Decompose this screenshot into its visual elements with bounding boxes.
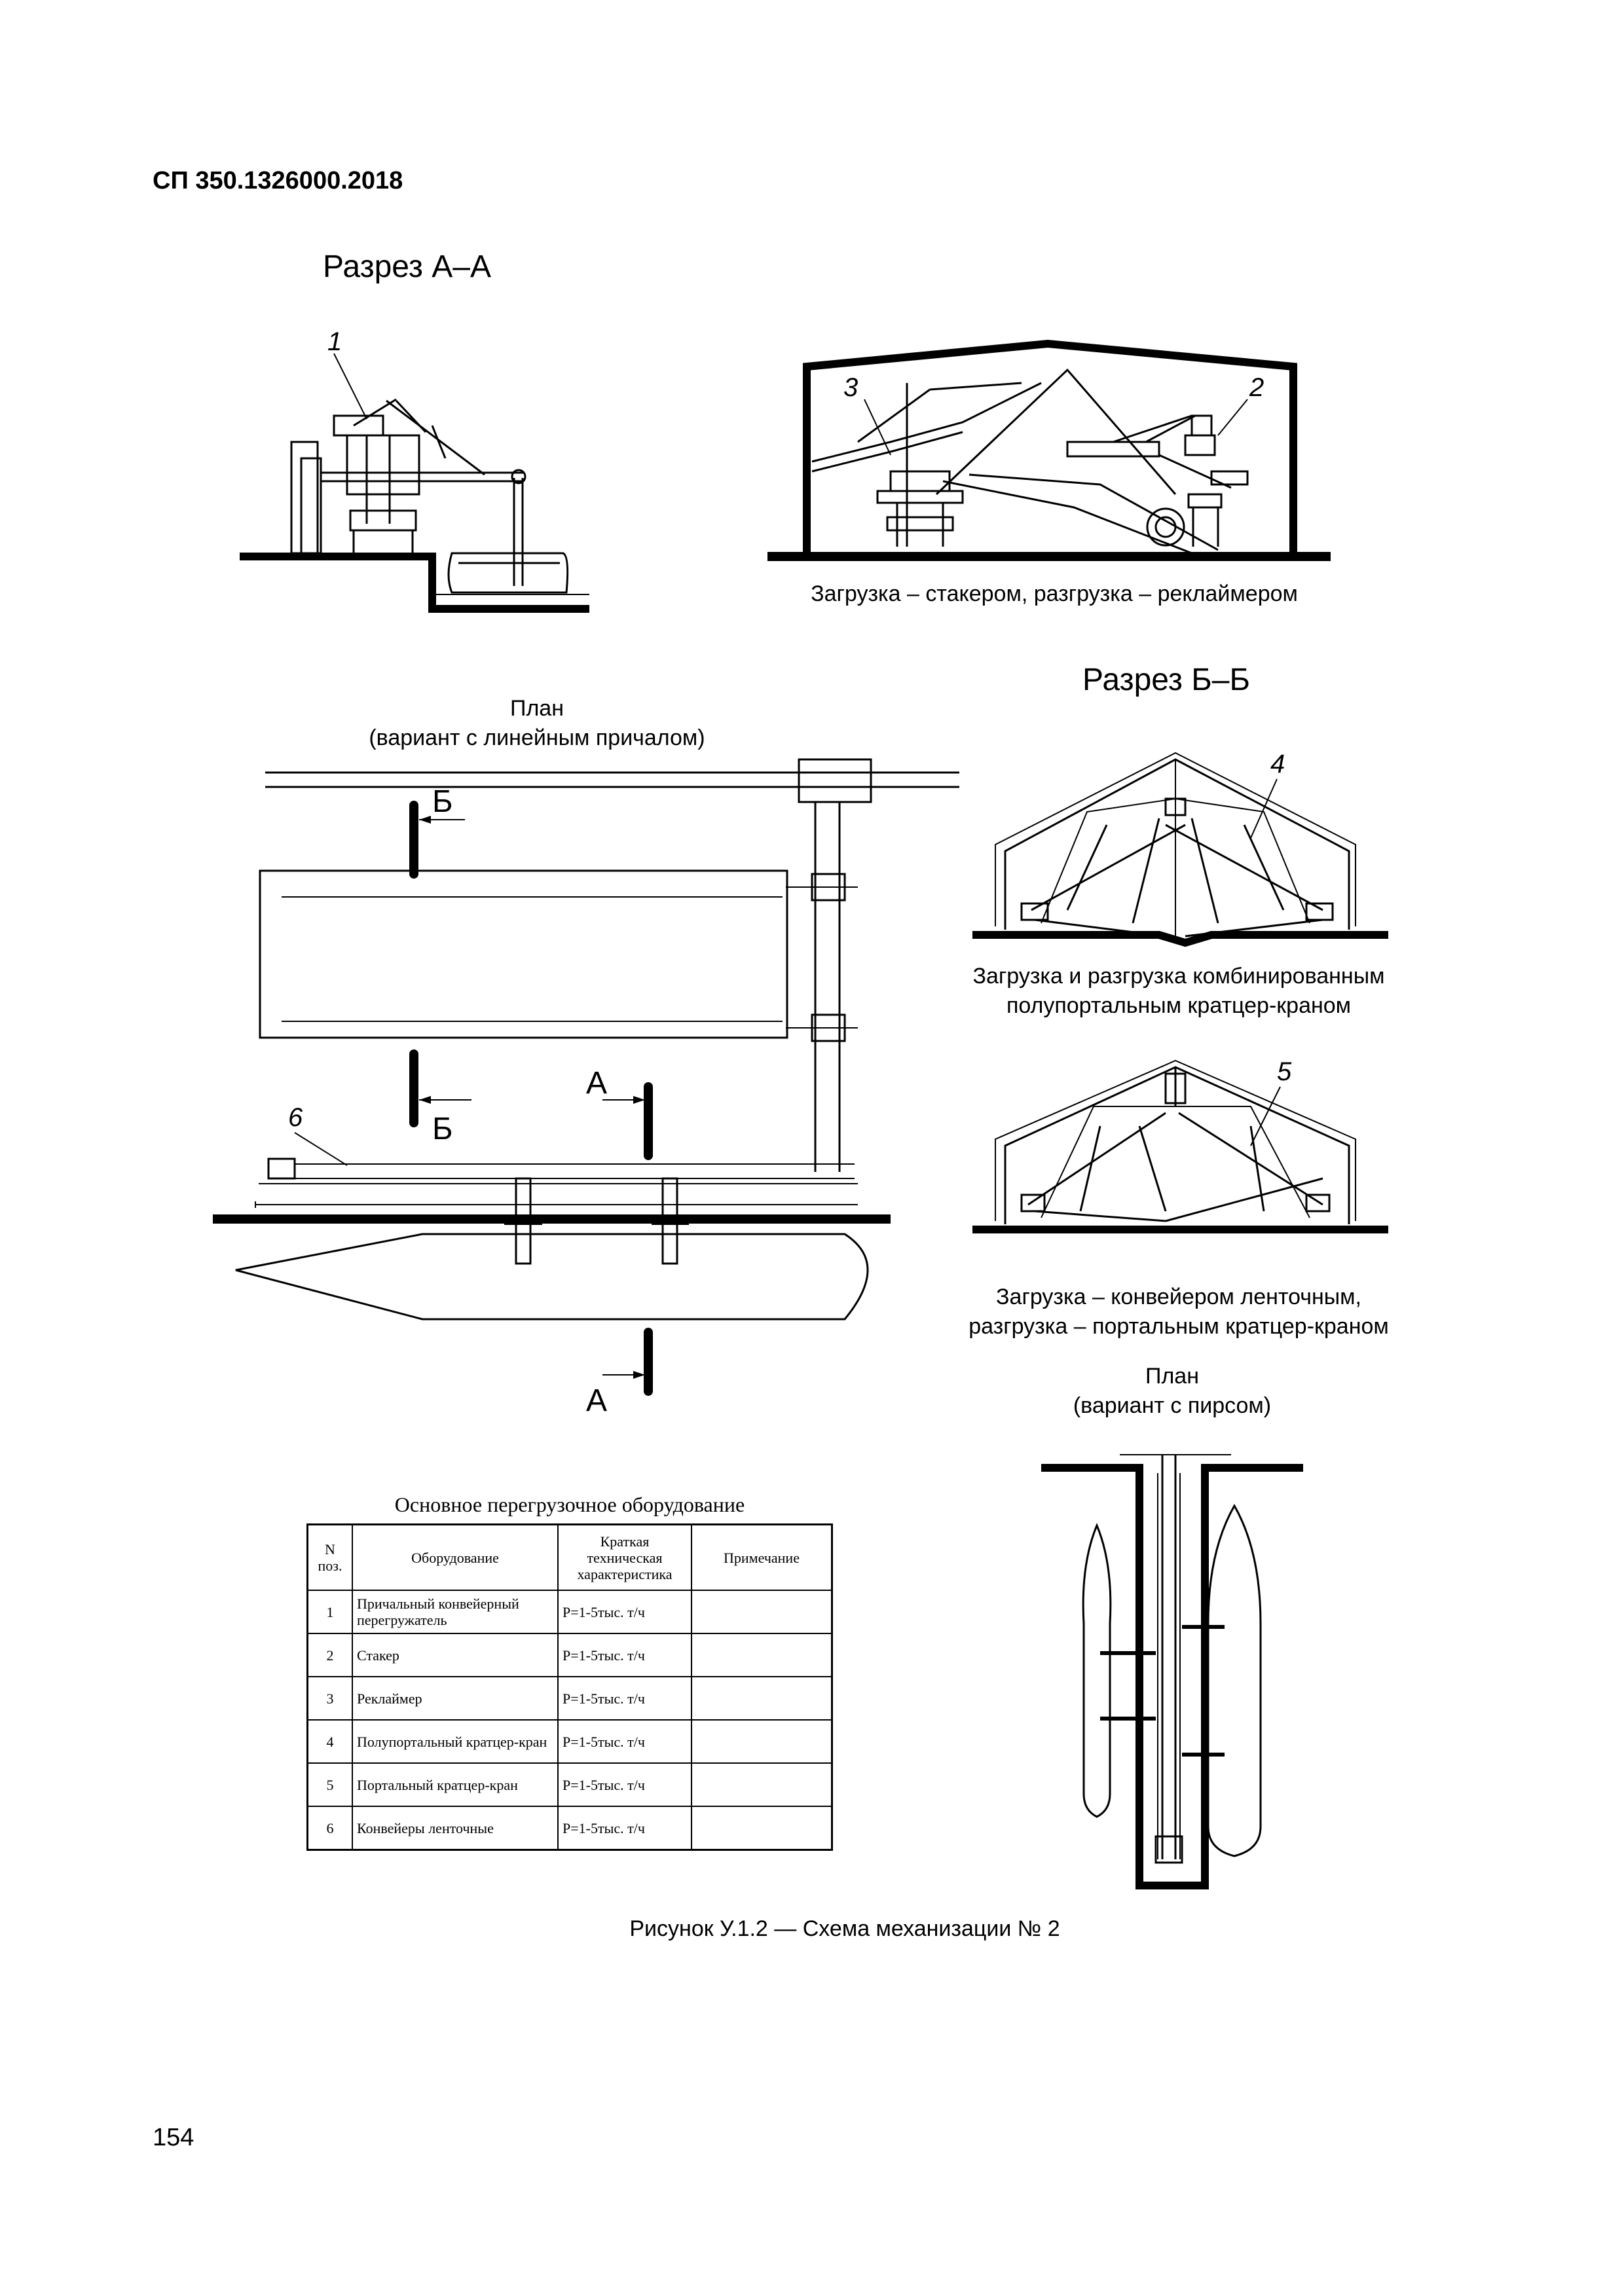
header-note: Примечание <box>691 1523 833 1591</box>
table-header-row: N поз. Оборудование Краткая техническая … <box>306 1523 833 1591</box>
row-note <box>691 1806 833 1851</box>
page-number: 154 <box>153 2124 194 2151</box>
semi-portal-crane-section-drawing: 4 <box>972 750 1388 947</box>
plan-linear-berth-drawing: Б Б А А 6 <box>213 758 959 1418</box>
portal-crane-section-drawing: 5 <box>972 1057 1388 1233</box>
table-row: 4 Полупортальный кратцер-кран P=1-5тыс. … <box>306 1719 833 1764</box>
label-3: 3 <box>843 373 858 402</box>
row-spec: P=1-5тыс. т/ч <box>557 1633 692 1677</box>
row-num: 2 <box>306 1633 353 1677</box>
figure-caption: Рисунок У.1.2 — Схема механизации № 2 <box>629 1916 1060 1941</box>
plan-pier-title: План <box>1145 1364 1199 1389</box>
row-num: 1 <box>306 1590 353 1634</box>
row-spec: P=1-5тыс. т/ч <box>557 1719 692 1764</box>
label-4: 4 <box>1270 750 1285 778</box>
label-1: 1 <box>327 327 342 356</box>
table-row: 6 Конвейеры ленточные P=1-5тыс. т/ч <box>306 1806 833 1851</box>
table-row: 1 Причальный конвейерный перегружатель P… <box>306 1590 833 1634</box>
caption-combined-line2: полупортальным кратцер-краном <box>1006 993 1352 1018</box>
plan-linear-title: План <box>510 696 564 721</box>
plan-linear-subtitle: (вариант с линейным причалом) <box>369 725 705 750</box>
section-a-a-title: Разрез А–А <box>323 249 491 284</box>
mark-a-top: А <box>586 1066 607 1101</box>
label-2: 2 <box>1249 373 1264 402</box>
header-num: N поз. <box>306 1523 353 1591</box>
berth-conveyor-section-drawing: 1 <box>240 327 589 613</box>
equipment-table-title: Основное перегрузочное оборудование <box>394 1493 745 1516</box>
caption-stacker-reclaimer: Загрузка – стакером, разгрузка – реклайм… <box>811 581 1298 606</box>
row-note <box>691 1676 833 1721</box>
row-equipment: Стакер <box>352 1633 559 1677</box>
mark-b-top: Б <box>432 784 453 819</box>
row-equipment: Портальный кратцер-кран <box>352 1762 559 1807</box>
row-equipment: Конвейеры ленточные <box>352 1806 559 1851</box>
row-note <box>691 1590 833 1634</box>
equipment-table: N поз. Оборудование Краткая техническая … <box>306 1523 833 1851</box>
row-num: 3 <box>306 1676 353 1721</box>
row-spec: P=1-5тыс. т/ч <box>557 1806 692 1851</box>
caption-conveyor-line2: разгрузка – портальным кратцер-краном <box>969 1314 1389 1339</box>
row-equipment: Полупортальный кратцер-кран <box>352 1719 559 1764</box>
mark-a-bottom: А <box>586 1383 607 1418</box>
plan-pier-drawing <box>1041 1454 1303 1889</box>
row-equipment: Реклаймер <box>352 1676 559 1721</box>
row-equipment: Причальный конвейерный перегружатель <box>352 1590 559 1634</box>
table-row: 5 Портальный кратцер-кран P=1-5тыс. т/ч <box>306 1762 833 1807</box>
row-spec: P=1-5тыс. т/ч <box>557 1676 692 1721</box>
row-note <box>691 1719 833 1764</box>
table-row: 2 Стакер P=1-5тыс. т/ч <box>306 1633 833 1677</box>
document-code: СП 350.1326000.2018 <box>153 167 403 194</box>
plan-pier-subtitle: (вариант с пирсом) <box>1073 1393 1272 1418</box>
table-row: 3 Реклаймер P=1-5тыс. т/ч <box>306 1676 833 1721</box>
row-note <box>691 1762 833 1807</box>
stacker-reclaimer-shed-drawing: 3 2 <box>767 339 1331 561</box>
header-equipment: Оборудование <box>352 1523 559 1591</box>
label-5: 5 <box>1277 1057 1292 1086</box>
caption-combined-line1: Загрузка и разгрузка комбинированным <box>972 964 1385 989</box>
row-spec: P=1-5тыс. т/ч <box>557 1762 692 1807</box>
row-note <box>691 1633 833 1677</box>
caption-conveyor-line1: Загрузка – конвейером ленточным, <box>996 1285 1361 1309</box>
label-6: 6 <box>288 1103 303 1132</box>
mark-b-bottom: Б <box>432 1112 453 1146</box>
row-num: 6 <box>306 1806 353 1851</box>
header-spec: Краткая техническая характеристика <box>557 1523 692 1591</box>
row-spec: P=1-5тыс. т/ч <box>557 1590 692 1634</box>
section-b-b-title: Разрез Б–Б <box>1082 663 1250 697</box>
row-num: 4 <box>306 1719 353 1764</box>
row-num: 5 <box>306 1762 353 1807</box>
